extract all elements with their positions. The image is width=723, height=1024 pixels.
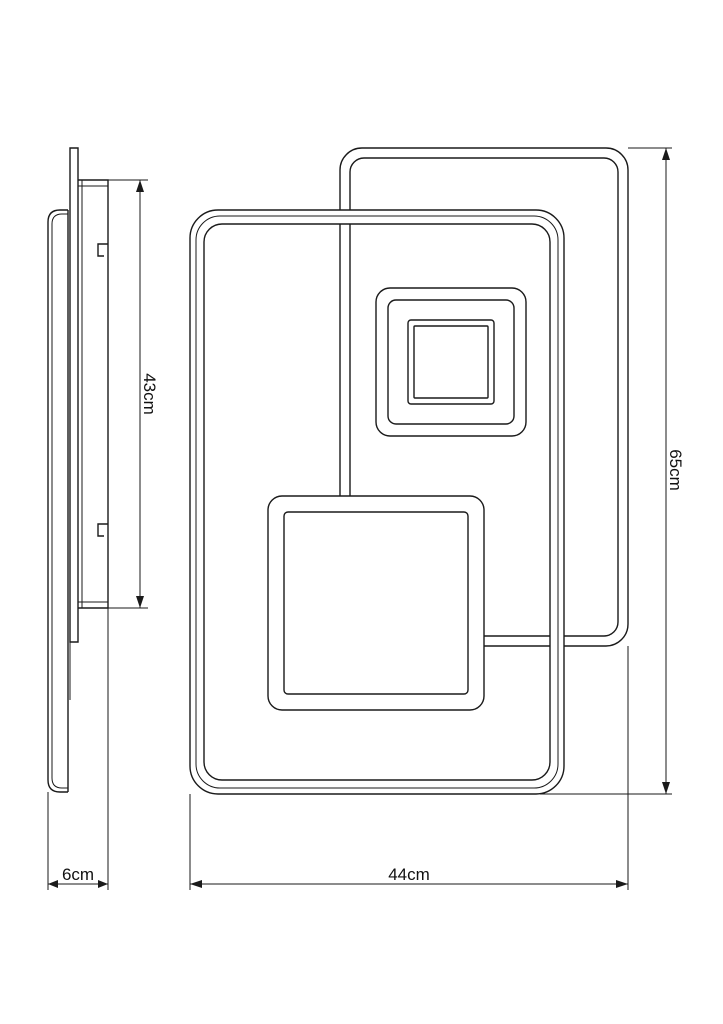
dimension-label-depth: 6cm: [62, 865, 94, 884]
small-square-inner-outer: [407, 319, 495, 405]
dim-44-arrow-right: [616, 880, 628, 888]
dimension-label-bracket: 43cm: [140, 373, 159, 415]
hook-notch-bottom: [97, 523, 108, 537]
dim-43-arrow-bottom: [136, 596, 144, 608]
small-square-outer: [375, 287, 527, 437]
dimension-lines: 43cm 65cm 44cm 6cm: [47, 147, 685, 890]
large-square-outer: [267, 495, 485, 711]
dim-65-arrow-bottom: [662, 782, 670, 794]
dim-43-arrow-top: [136, 180, 144, 192]
front-frame-inner: [203, 223, 551, 781]
dim-65-arrow-top: [662, 148, 670, 160]
dim-6-arrow-left: [48, 880, 58, 888]
mounting-plate: [69, 147, 79, 643]
dimension-label-width: 44cm: [388, 865, 430, 884]
dim-6-arrow-right: [98, 880, 108, 888]
front-view: [189, 147, 629, 795]
dim-44-arrow-left: [190, 880, 202, 888]
small-square-inner: [413, 325, 489, 399]
hook-notch-top: [97, 243, 108, 257]
dimension-label-height: 65cm: [666, 449, 685, 491]
side-view: [47, 147, 109, 793]
large-square-inner: [283, 511, 469, 695]
lamp-side-profile: [47, 209, 68, 793]
small-square-mid: [387, 299, 515, 425]
bracket-body: [78, 179, 109, 609]
front-frame-mid: [195, 215, 559, 789]
lamp-side-inner: [51, 213, 68, 789]
